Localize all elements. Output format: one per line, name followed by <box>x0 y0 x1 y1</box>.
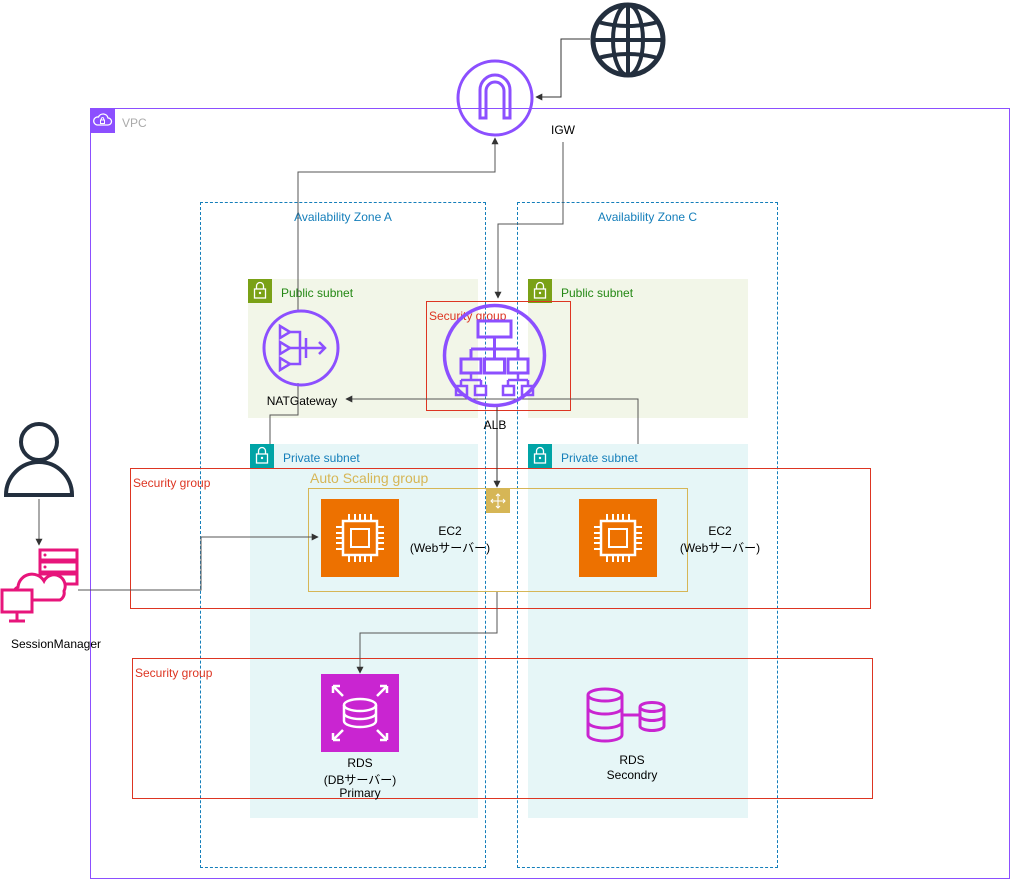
private-subnet-c-lock-icon <box>528 444 552 468</box>
rds-primary-icon <box>321 674 399 752</box>
vpc-label: VPC <box>122 116 147 130</box>
availability-zone-c <box>517 202 778 868</box>
rds-secondary-icon <box>585 686 667 746</box>
natgw-label: NATGateway <box>266 394 338 408</box>
rds-secondary-label-line1: RDS <box>619 753 645 767</box>
rds-primary-label-line3: Primary <box>339 786 381 800</box>
alb-label: ALB <box>483 418 507 432</box>
security-group-rds-label: Security group <box>135 666 213 680</box>
session-manager-label: SessionManager <box>10 637 102 651</box>
public-subnet-a <box>248 279 478 418</box>
public-subnet-a-label: Public subnet <box>281 286 354 300</box>
vpc-icon <box>90 108 115 133</box>
private-subnet-a-lock-icon <box>250 444 274 468</box>
rds-primary-label-line1: RDS <box>347 756 373 770</box>
public-subnet-c-lock-icon <box>528 279 552 303</box>
alb-icon <box>441 303 548 408</box>
ec2-c-label-line2: (Webサーバー) <box>679 541 761 555</box>
rds-primary-label-line2: (DBサーバー) <box>323 773 397 787</box>
auto-scaling-group <box>308 488 688 592</box>
security-group-ec2 <box>130 468 871 609</box>
public-subnet-c-label: Public subnet <box>561 286 634 300</box>
ec2-a-icon <box>321 499 399 577</box>
security-group-rds <box>132 658 873 799</box>
session-manager-icon <box>0 548 80 626</box>
security-group-alb <box>426 301 571 411</box>
security-group-ec2-label: Security group <box>133 476 211 490</box>
ec2-c-label-line1: EC2 <box>708 524 732 538</box>
auto-scaling-icon <box>486 489 510 513</box>
availability-zone-c-label: Availability Zone C <box>597 210 698 224</box>
internet-gateway-icon <box>455 58 535 138</box>
ec2-a-label-line2: (Webサーバー) <box>409 541 491 555</box>
public-subnet-a-lock-icon <box>248 279 272 303</box>
availability-zone-a-label: Availability Zone A <box>294 210 392 224</box>
nat-gateway-icon <box>261 308 341 388</box>
internet-globe-icon <box>588 2 668 78</box>
private-subnet-a-label: Private subnet <box>283 451 360 465</box>
igw-label: IGW <box>551 123 575 137</box>
ec2-a-label-line1: EC2 <box>438 524 462 538</box>
public-subnet-c <box>528 279 748 418</box>
availability-zone-a <box>200 202 486 868</box>
rds-secondary-label-line2: Secondry <box>606 768 658 782</box>
ec2-c-icon <box>579 499 657 577</box>
auto-scaling-group-label: Auto Scaling group <box>310 470 429 486</box>
private-subnet-c-label: Private subnet <box>561 451 638 465</box>
user-icon <box>3 420 75 498</box>
